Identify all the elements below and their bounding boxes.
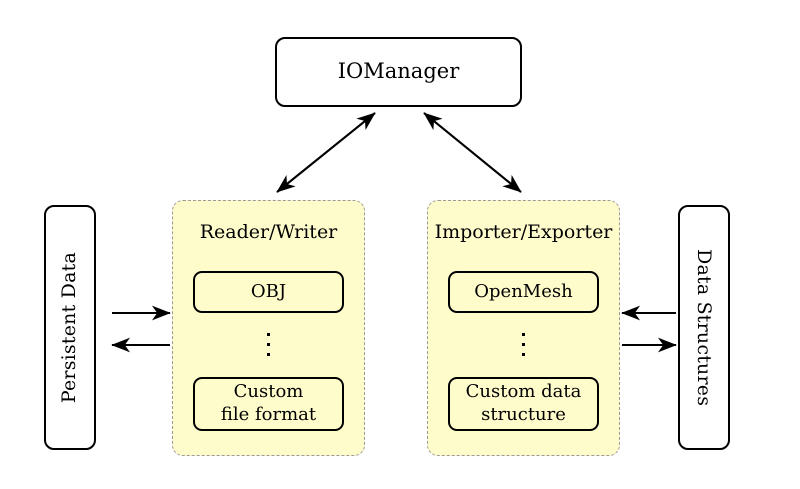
item-custom-data-structure[interactable]: Custom data structure [448, 377, 599, 431]
persistent-data-label: Persistent Data [58, 251, 81, 404]
item-custom-file-format[interactable]: Custom file format [193, 377, 344, 431]
panel-reader-writer-title: Reader/Writer [199, 221, 338, 243]
panel-importer-exporter-title: Importer/Exporter [434, 221, 613, 243]
panel-reader-writer[interactable]: Reader/Writer OBJ Custom file format [172, 200, 365, 456]
iomanager-node[interactable]: IOManager [275, 37, 522, 107]
item-openmesh-label: OpenMesh [474, 280, 573, 302]
item-custom-file-format-label: Custom file format [220, 381, 317, 425]
data-structures-node[interactable]: Data Structures [678, 205, 730, 450]
item-obj[interactable]: OBJ [193, 271, 344, 313]
panel-importer-exporter[interactable]: Importer/Exporter OpenMesh Custom data s… [427, 200, 620, 456]
item-custom-data-structure-label: Custom data structure [465, 381, 582, 425]
iomanager-label: IOManager [337, 59, 460, 84]
importer-exporter-ellipsis-icon [428, 333, 619, 356]
data-structures-label: Data Structures [693, 248, 716, 407]
item-obj-label: OBJ [250, 280, 287, 302]
persistent-data-node[interactable]: Persistent Data [44, 205, 96, 450]
item-openmesh[interactable]: OpenMesh [448, 271, 599, 313]
reader-writer-ellipsis-icon [173, 333, 364, 356]
connector-manager-reader-writer [276, 112, 376, 193]
connector-manager-importer-exporter [423, 112, 522, 193]
